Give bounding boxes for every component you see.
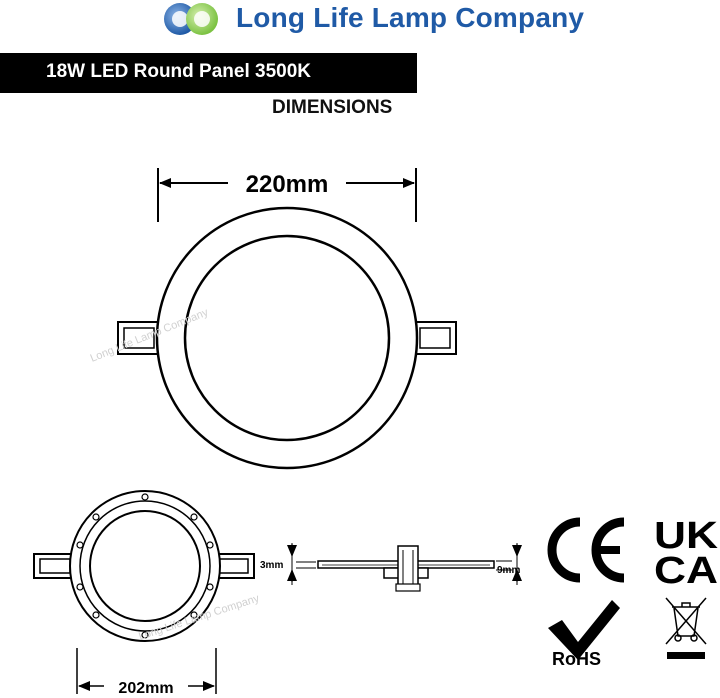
product-title: 18W LED Round Panel 3500K [46, 61, 312, 82]
side-depth-label: 9mm [497, 565, 520, 576]
side-thickness-label: 3mm [260, 560, 283, 571]
ce-mark-icon [547, 517, 625, 583]
ukca-mark-icon: UK CA [654, 515, 719, 592]
svg-text:UK: UK [654, 515, 719, 557]
brand-logo-icon [164, 3, 218, 35]
section-label: DIMENSIONS [272, 97, 393, 118]
rohs-mark-icon: RoHS [548, 600, 620, 669]
back-view: 202mm Long Life Lamp Company [33, 490, 261, 697]
front-diameter-label: 220mm [246, 171, 329, 198]
brand-name: Long Life Lamp Company [236, 2, 585, 33]
title-bar [0, 53, 417, 93]
svg-text:RoHS: RoHS [552, 649, 601, 669]
side-view: 3mm 9mm [260, 543, 522, 592]
back-diameter-label: 202mm [118, 680, 173, 697]
front-view: 220mm Long Life Lamp Company [89, 168, 457, 470]
svg-text:CA: CA [654, 550, 718, 592]
crossed-out-bin-icon [665, 597, 707, 659]
